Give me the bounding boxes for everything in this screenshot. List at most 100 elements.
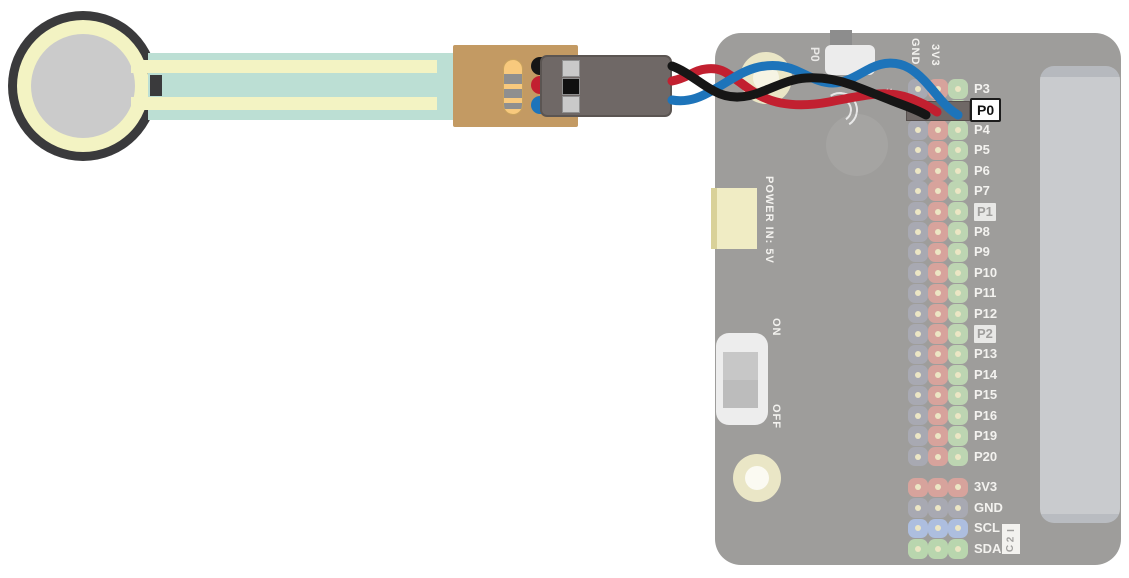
resistor-band	[504, 89, 522, 98]
pin-gnd	[908, 426, 928, 446]
pin-label-SCL: SCL	[974, 520, 1000, 536]
pin-label-P7: P7	[974, 183, 990, 199]
pin-v33	[908, 477, 928, 497]
pin-sig	[948, 79, 968, 99]
pin-v33	[928, 365, 948, 385]
pin-v33	[928, 140, 948, 161]
pin-row-P19: P19	[908, 426, 1001, 446]
pin-gnd	[908, 283, 928, 304]
pin-v33	[928, 263, 948, 283]
pin-v33	[928, 181, 948, 201]
pin-gnd	[908, 222, 928, 242]
pin-row-P16: P16	[908, 405, 1001, 426]
pin-sig	[948, 140, 968, 161]
pin-sda	[948, 539, 968, 559]
pin-v33	[928, 120, 948, 140]
pin-sig	[948, 283, 968, 304]
pin-row-P3: P3	[908, 79, 1001, 99]
power-switch-slider[interactable]	[723, 352, 758, 408]
pin-gnd	[908, 161, 928, 181]
pin-sig	[948, 385, 968, 406]
connector-contact	[562, 78, 580, 95]
pin-gnd	[908, 324, 928, 344]
pin-v33	[928, 405, 948, 426]
resistor-band	[504, 103, 522, 109]
top-edge-button	[825, 45, 875, 75]
pin-row-P10: P10	[908, 263, 1001, 283]
pin-scl	[948, 518, 968, 538]
pin-row-P9: P9	[908, 242, 1001, 263]
column-header-gnd: GND	[909, 38, 921, 66]
pin-v33	[928, 161, 948, 181]
pin-label-P13: P13	[974, 346, 998, 362]
fsr-sensor-pad	[31, 34, 135, 138]
power-jack-edge	[711, 188, 717, 249]
pin-sda	[928, 539, 948, 559]
pin-label-P5: P5	[974, 142, 990, 158]
pin-sig	[948, 161, 968, 181]
mounting-hole-center	[753, 65, 779, 91]
pin-sig	[948, 446, 968, 467]
pin-row-P15: P15	[908, 385, 1001, 406]
pin-row-P2: P2	[908, 324, 1001, 344]
connector-contact	[562, 96, 580, 113]
pin-label-P9: P9	[974, 244, 990, 260]
pin-scl	[928, 518, 948, 538]
pin-row-P1: P1	[908, 201, 1001, 222]
power-jack	[717, 188, 757, 249]
pin-v33	[928, 201, 948, 222]
power-in-label: POWER IN: 5V	[763, 176, 775, 264]
pin-sig	[948, 120, 968, 140]
pin-label-SDA: SDA	[974, 540, 1002, 556]
pin-v33	[928, 477, 948, 497]
pin-row-P13: P13	[908, 344, 1001, 365]
pin-label-3V3: 3V3	[974, 479, 998, 495]
pin-label-P3: P3	[974, 81, 990, 97]
pin-sig	[948, 324, 968, 344]
pin-gnd	[908, 405, 928, 426]
pin-v33	[928, 446, 948, 467]
pin-gnd	[908, 140, 928, 161]
pin-label-P12: P12	[974, 305, 998, 321]
pin-row-P7: P7	[908, 181, 1001, 201]
pin-gnd	[908, 365, 928, 385]
pin-gnd	[908, 498, 928, 518]
pin-row-P4: P4	[908, 120, 1001, 140]
top-edge-tab	[830, 30, 852, 47]
pin-gnd	[908, 181, 928, 201]
power-row-3V3: 3V3	[908, 477, 1003, 498]
pin-v33	[928, 385, 948, 406]
edge-connector-slot	[1040, 66, 1120, 523]
pin-sig	[948, 426, 968, 446]
switch-off-label: OFF	[770, 404, 782, 429]
pin-label-P14: P14	[974, 366, 998, 382]
pin-row-P11: P11	[908, 283, 1001, 304]
connector-housing	[540, 55, 672, 117]
pin-sig	[948, 222, 968, 242]
pin-gnd	[908, 263, 928, 283]
pin-label-P4: P4	[974, 122, 990, 138]
pin-gnd	[908, 303, 928, 324]
connector-contact	[562, 60, 580, 77]
pin-v33	[928, 242, 948, 263]
pin-row-P12: P12	[908, 303, 1001, 324]
fsr-trace-top	[131, 60, 437, 73]
pin-gnd	[908, 242, 928, 263]
pin-sda	[908, 539, 928, 559]
pin-gnd	[908, 201, 928, 222]
pin-label-P16: P16	[974, 407, 998, 423]
pin-row-P8: P8	[908, 222, 1001, 242]
pin-gnd	[948, 498, 968, 518]
pin-sig	[948, 405, 968, 426]
pin-gnd	[908, 446, 928, 467]
pin-v33	[928, 344, 948, 365]
power-row-SDA: SDA	[908, 539, 1003, 560]
pin-v33	[928, 283, 948, 304]
pin-label-P10: P10	[974, 264, 998, 280]
pin-label-P20: P20	[974, 448, 998, 464]
pin-scl	[908, 518, 928, 538]
pin-row-P14: P14	[908, 365, 1001, 385]
pin-sig	[948, 344, 968, 365]
